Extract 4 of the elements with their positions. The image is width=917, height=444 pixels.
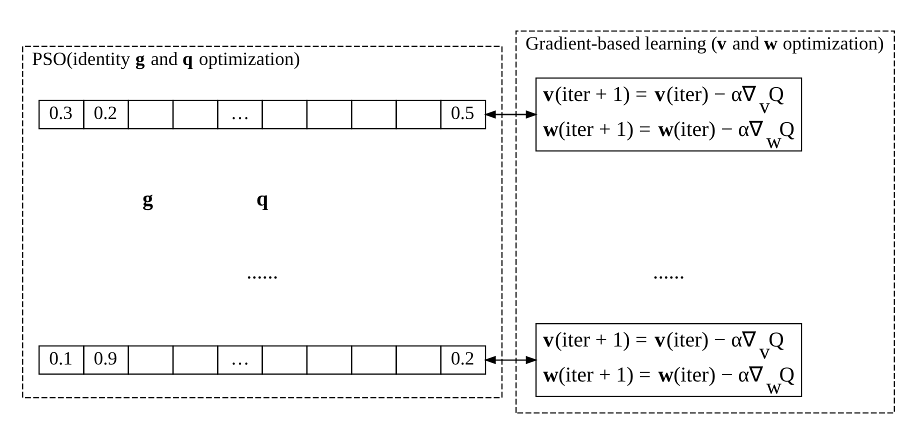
label: ......	[652, 259, 685, 284]
label: ......	[246, 259, 278, 284]
label: g	[142, 186, 154, 210]
label: q	[256, 186, 268, 210]
